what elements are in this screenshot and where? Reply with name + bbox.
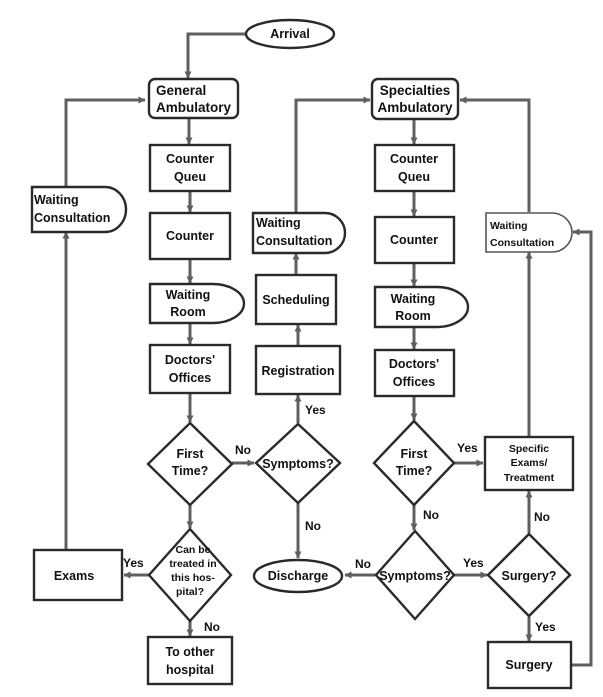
general-ambulatory-node: General Ambulatory [147, 77, 240, 120]
label-can-be-treated-no: No [204, 620, 220, 634]
scheduling-label: Scheduling [262, 293, 329, 307]
waiting-consultation-left-node: Waiting Consultation [30, 185, 128, 234]
can-be-treated-decision: Can be treated in this hos- pital? [147, 527, 233, 623]
counter-queue-right-line-1: Counter [390, 152, 438, 166]
specific-exams-node: Specific Exams/ Treatment [483, 435, 575, 492]
first-time-right-decision: First Time? [372, 419, 456, 507]
can-be-treated-line-4: pital? [176, 586, 204, 598]
edge-labels: No Yes No Yes No Yes No No Yes No Yes [123, 403, 556, 634]
symptoms-right-decision: Symptoms? [374, 529, 456, 621]
counter-queue-right-node: Counter Queu [373, 143, 456, 193]
arrival-node: Arrival [244, 18, 336, 50]
counter-left-node: Counter [148, 211, 232, 261]
specialties-ambulatory-node: Specialties Ambulatory [370, 77, 460, 121]
first-time-right-line-2: Time? [396, 464, 433, 478]
symptoms-right-label: Symptoms? [379, 569, 451, 583]
waiting-consultation-right-line-2: Consultation [490, 237, 554, 249]
label-can-be-treated-yes: Yes [123, 556, 144, 570]
waiting-room-left-line-2: Room [170, 305, 205, 319]
can-be-treated-line-2: treated in [169, 558, 216, 570]
surgery-question-decision: Surgery? [486, 532, 572, 618]
edge-arrival-to-general [184, 32, 246, 79]
label-surgery-no: No [534, 510, 550, 524]
waiting-room-left-line-1: Waiting [166, 288, 211, 302]
label-first-time-right-no: No [423, 508, 439, 522]
doctors-offices-right-line-2: Offices [393, 375, 435, 389]
first-time-left-decision: First Time? [146, 421, 234, 507]
symptoms-middle-label: Symptoms? [262, 457, 334, 471]
label-symptoms-right-no: No [355, 557, 371, 571]
discharge-label: Discharge [268, 569, 328, 583]
surgery-question-label: Surgery? [502, 569, 557, 583]
waiting-consultation-right-line-1: Waiting [490, 220, 528, 232]
waiting-room-right-line-2: Room [395, 309, 430, 323]
specific-exams-line-2: Exams/ [511, 457, 548, 469]
waiting-consultation-left-line-1: Waiting [34, 193, 79, 207]
counter-queue-left-line-1: Counter [166, 152, 214, 166]
specialties-ambulatory-line-2: Ambulatory [377, 100, 453, 115]
edge-surgery-to-waiting-consultation [572, 228, 593, 667]
counter-left-label: Counter [166, 229, 214, 243]
general-ambulatory-line-2: Ambulatory [156, 100, 232, 115]
exams-node: Exams [32, 548, 124, 602]
waiting-consultation-right-node: Waiting Consultation [485, 212, 573, 253]
waiting-room-right-node: Waiting Room [373, 285, 470, 329]
can-be-treated-line-3: this hos- [171, 572, 215, 584]
exams-label: Exams [54, 569, 94, 583]
specific-exams-line-1: Specific [509, 443, 549, 455]
waiting-room-left-node: Waiting Room [148, 282, 246, 325]
counter-queue-left-node: Counter Queu [148, 143, 232, 193]
registration-node: Registration [254, 344, 342, 396]
to-other-hospital-line-1: To other [165, 645, 214, 659]
general-ambulatory-line-1: General [156, 83, 206, 98]
doctors-offices-left-node: Doctors' Offices [148, 343, 232, 395]
doctors-offices-left-line-1: Doctors' [165, 353, 215, 367]
surgery-node: Surgery [486, 640, 573, 690]
arrival-label: Arrival [270, 27, 310, 41]
first-time-left-line-1: First [176, 447, 204, 461]
to-other-hospital-line-2: hospital [166, 663, 214, 677]
edge-waiting-consultation-to-specialties [294, 96, 371, 212]
surgery-label: Surgery [505, 658, 552, 672]
scheduling-node: Scheduling [254, 273, 338, 326]
registration-label: Registration [262, 364, 335, 378]
label-symptoms-right-yes: Yes [463, 556, 484, 570]
discharge-node: Discharge [252, 558, 344, 594]
counter-queue-left-line-2: Queu [174, 170, 206, 184]
edge-waiting-consultation-right-to-specialties [459, 96, 531, 212]
waiting-room-right-line-1: Waiting [391, 292, 436, 306]
symptoms-middle-decision: Symptoms? [254, 422, 342, 505]
doctors-offices-right-line-1: Doctors' [389, 357, 439, 371]
label-surgery-yes: Yes [535, 620, 556, 634]
counter-queue-right-line-2: Queu [398, 170, 430, 184]
waiting-consultation-left-line-2: Consultation [34, 211, 110, 225]
edges [62, 32, 593, 667]
label-symptoms-middle-yes: Yes [305, 403, 326, 417]
to-other-hospital-node: To other hospital [146, 635, 234, 686]
first-time-left-line-2: Time? [172, 464, 209, 478]
edge-waiting-consultation-to-general [64, 96, 146, 186]
label-symptoms-middle-no: No [305, 519, 321, 533]
specific-exams-line-3: Treatment [504, 472, 555, 484]
counter-right-label: Counter [390, 233, 438, 247]
waiting-consultation-middle-line-1: Waiting [256, 216, 301, 230]
specialties-ambulatory-line-1: Specialties [380, 83, 451, 98]
doctors-offices-right-node: Doctors' Offices [373, 348, 456, 398]
waiting-consultation-middle-node: Waiting Consultation [251, 211, 347, 255]
doctors-offices-left-line-2: Offices [169, 371, 211, 385]
can-be-treated-line-1: Can be [175, 544, 210, 556]
counter-right-node: Counter [373, 215, 456, 265]
label-first-time-right-yes: Yes [457, 441, 478, 455]
waiting-consultation-middle-line-2: Consultation [256, 234, 332, 248]
first-time-right-line-1: First [400, 447, 428, 461]
label-first-time-left-no: No [235, 443, 251, 457]
